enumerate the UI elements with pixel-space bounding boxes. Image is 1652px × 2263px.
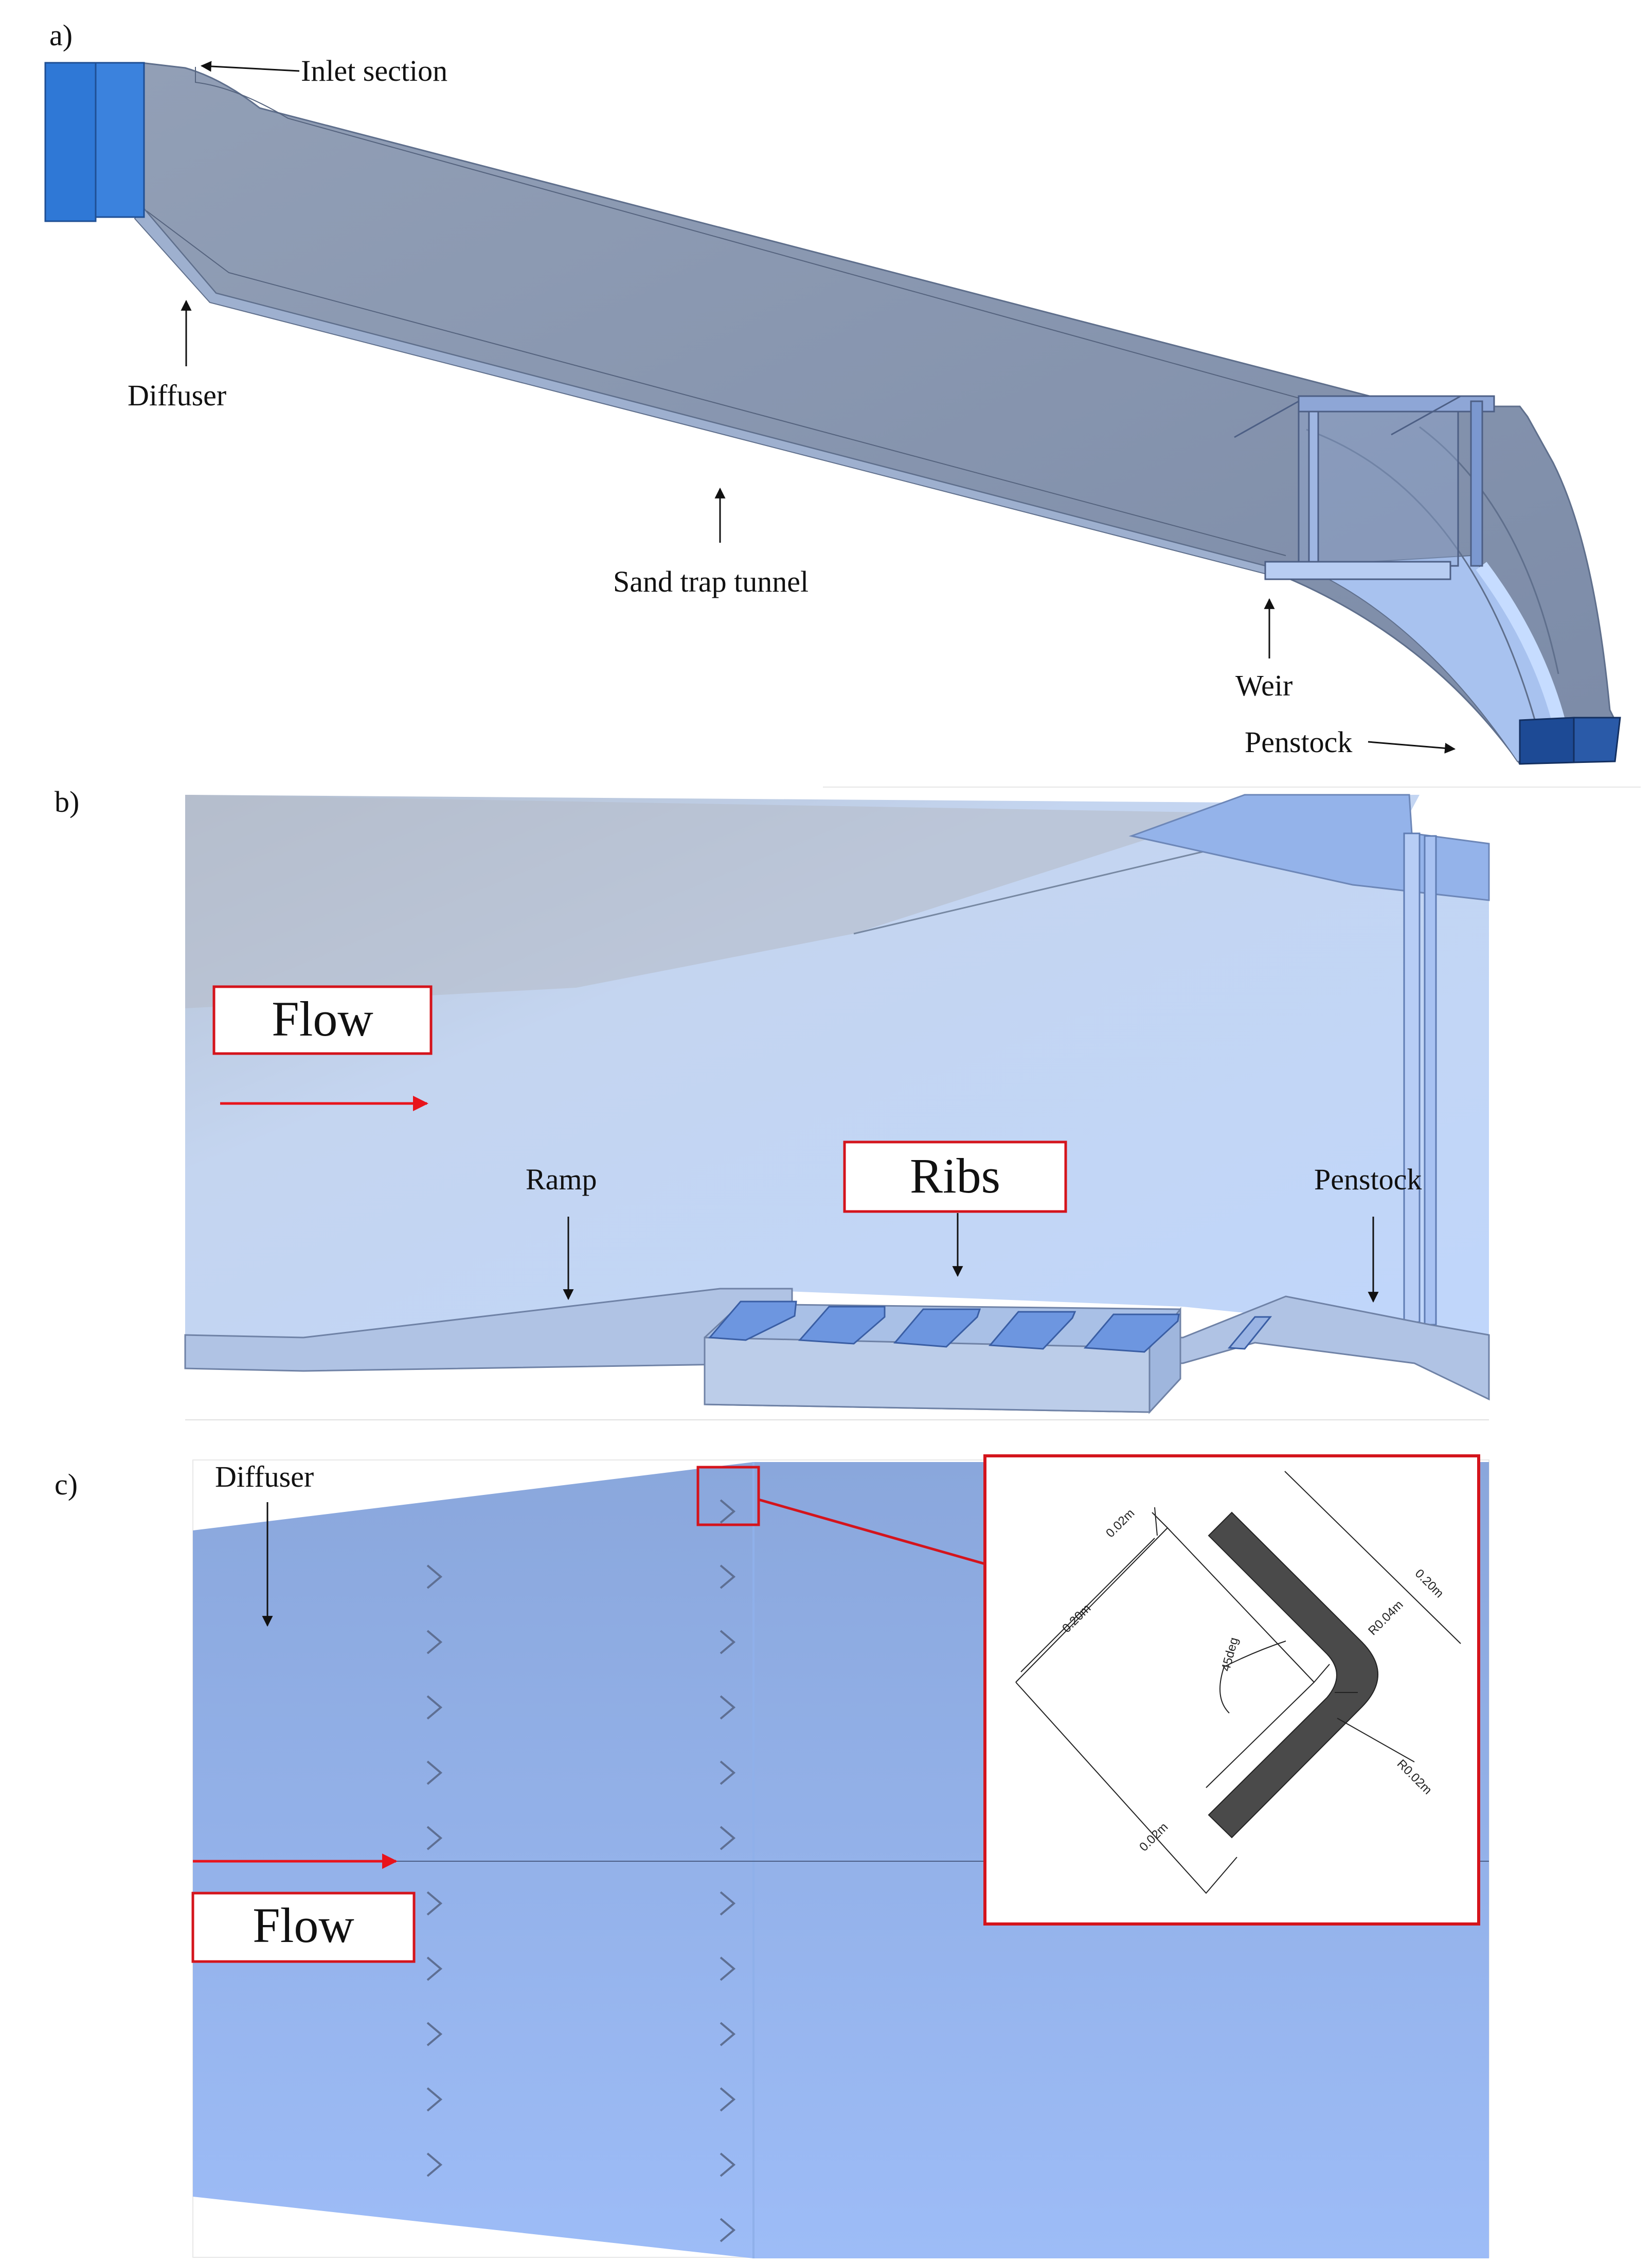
chevron-rib-2-4	[720, 1695, 736, 1720]
panel-c: c) Diffuser Flow	[55, 1454, 1489, 2258]
sand-trap-tunnel-label: Sand trap tunnel	[613, 565, 809, 598]
detail-dimension-square	[1015, 1512, 1330, 1894]
rib-detail-inset: 0.20m 0.20m 0.02m 0.02m 45deg R0.04m R0.…	[983, 1454, 1480, 1926]
detail-angle-arc-2	[1219, 1666, 1230, 1714]
penstock-gate-post	[1403, 832, 1421, 1323]
chevron-rib-1-8	[426, 2022, 443, 2046]
upper-wall-shade	[185, 795, 1229, 1008]
panel-a: a) Inlet section Diffuser S	[44, 19, 1621, 765]
ramp-label: Ramp	[526, 1163, 597, 1196]
ribs-trough-front	[704, 1337, 1151, 1413]
tunnel-edge-lines	[146, 67, 1348, 556]
penstock-label-a: Penstock	[1245, 725, 1352, 759]
detail-ext-top	[1154, 1507, 1158, 1536]
weir-label: Weir	[1235, 669, 1292, 702]
flow-label-b: Flow	[272, 991, 373, 1046]
chevron-rib-2-3	[720, 1630, 736, 1654]
detail-radius-leader	[1337, 1718, 1415, 1762]
rib-3	[893, 1308, 981, 1348]
weir-frame	[1234, 395, 1495, 567]
rib-6	[1227, 1316, 1272, 1350]
chevron-rib-1-7	[426, 1956, 443, 1981]
chevron-rib-2-12	[720, 2218, 736, 2242]
chevron-rib-2-5	[720, 1760, 736, 1785]
flow-label-box-b	[212, 985, 433, 1055]
ribs-label-box	[843, 1141, 1067, 1213]
penstock-inner-glow	[1476, 562, 1570, 742]
detail-connector	[758, 1498, 985, 1565]
inlet-section-label: Inlet section	[301, 54, 447, 87]
chevron-rib-2-9	[720, 2022, 736, 2046]
panel-b-letter: b)	[55, 785, 79, 818]
penstock-curve-line	[1306, 426, 1559, 731]
penstock-label-b: Penstock	[1314, 1163, 1422, 1196]
chevron-rib-1-5	[426, 1826, 443, 1850]
chevron-rib-2-8	[720, 1956, 736, 1981]
chevron-rib-2-6	[720, 1826, 736, 1850]
chevron-rib-2-7	[720, 1891, 736, 1916]
detail-rib-shape	[1208, 1511, 1378, 1839]
panel-c-letter: c)	[55, 1468, 78, 1501]
detail-dim-line-right	[1284, 1471, 1461, 1644]
chevron-rows	[426, 1499, 736, 2242]
chevron-rib-1-6	[426, 1891, 443, 1916]
detail-angle-arc	[1224, 1641, 1286, 1667]
chevron-highlight-box	[696, 1466, 760, 1526]
penstock-gate-post-2	[1424, 835, 1437, 1326]
flow-label-c: Flow	[253, 1898, 354, 1953]
diffuser-label-c: Diffuser	[215, 1460, 314, 1493]
penstock-outlet-face	[1519, 717, 1575, 765]
chevron-rib-1-10	[426, 2152, 443, 2177]
ribs-group	[708, 1300, 1272, 1353]
chevron-rib-1-4	[426, 1760, 443, 1785]
chevron-rib-1-2	[426, 1630, 443, 1654]
panel-a-letter: a)	[49, 19, 73, 52]
detail-dim-line-left	[1020, 1538, 1155, 1672]
panel-b: b) Flow Ribs	[55, 785, 1641, 1420]
diffuser-label-a: Diffuser	[128, 379, 226, 412]
inlet-arrow	[200, 61, 300, 72]
chevron-rib-1-3	[426, 1695, 443, 1720]
chevron-rib-2-1	[720, 1499, 736, 1524]
weir	[1264, 561, 1451, 580]
flow-label-box-c	[191, 1892, 416, 1963]
chevron-rib-2-10	[720, 2087, 736, 2112]
rib-2	[798, 1306, 886, 1345]
sand-trap-tunnel-body	[140, 62, 1616, 765]
rib-1	[708, 1300, 797, 1341]
rib-5	[1083, 1313, 1180, 1353]
inlet-face	[44, 62, 97, 222]
top-right-structure	[1128, 794, 1490, 901]
chevron-rib-2-11	[720, 2152, 736, 2177]
rib-4	[988, 1311, 1076, 1350]
penstock-outlet-face-right	[1573, 717, 1621, 763]
penstock-arrow-a	[1368, 741, 1456, 754]
chevron-rib-1-9	[426, 2087, 443, 2112]
chevron-rib-2-2	[720, 1564, 736, 1589]
inlet-face-right	[95, 62, 145, 218]
ribs-label: Ribs	[910, 1148, 1000, 1203]
chevron-rib-1-1	[426, 1564, 443, 1589]
